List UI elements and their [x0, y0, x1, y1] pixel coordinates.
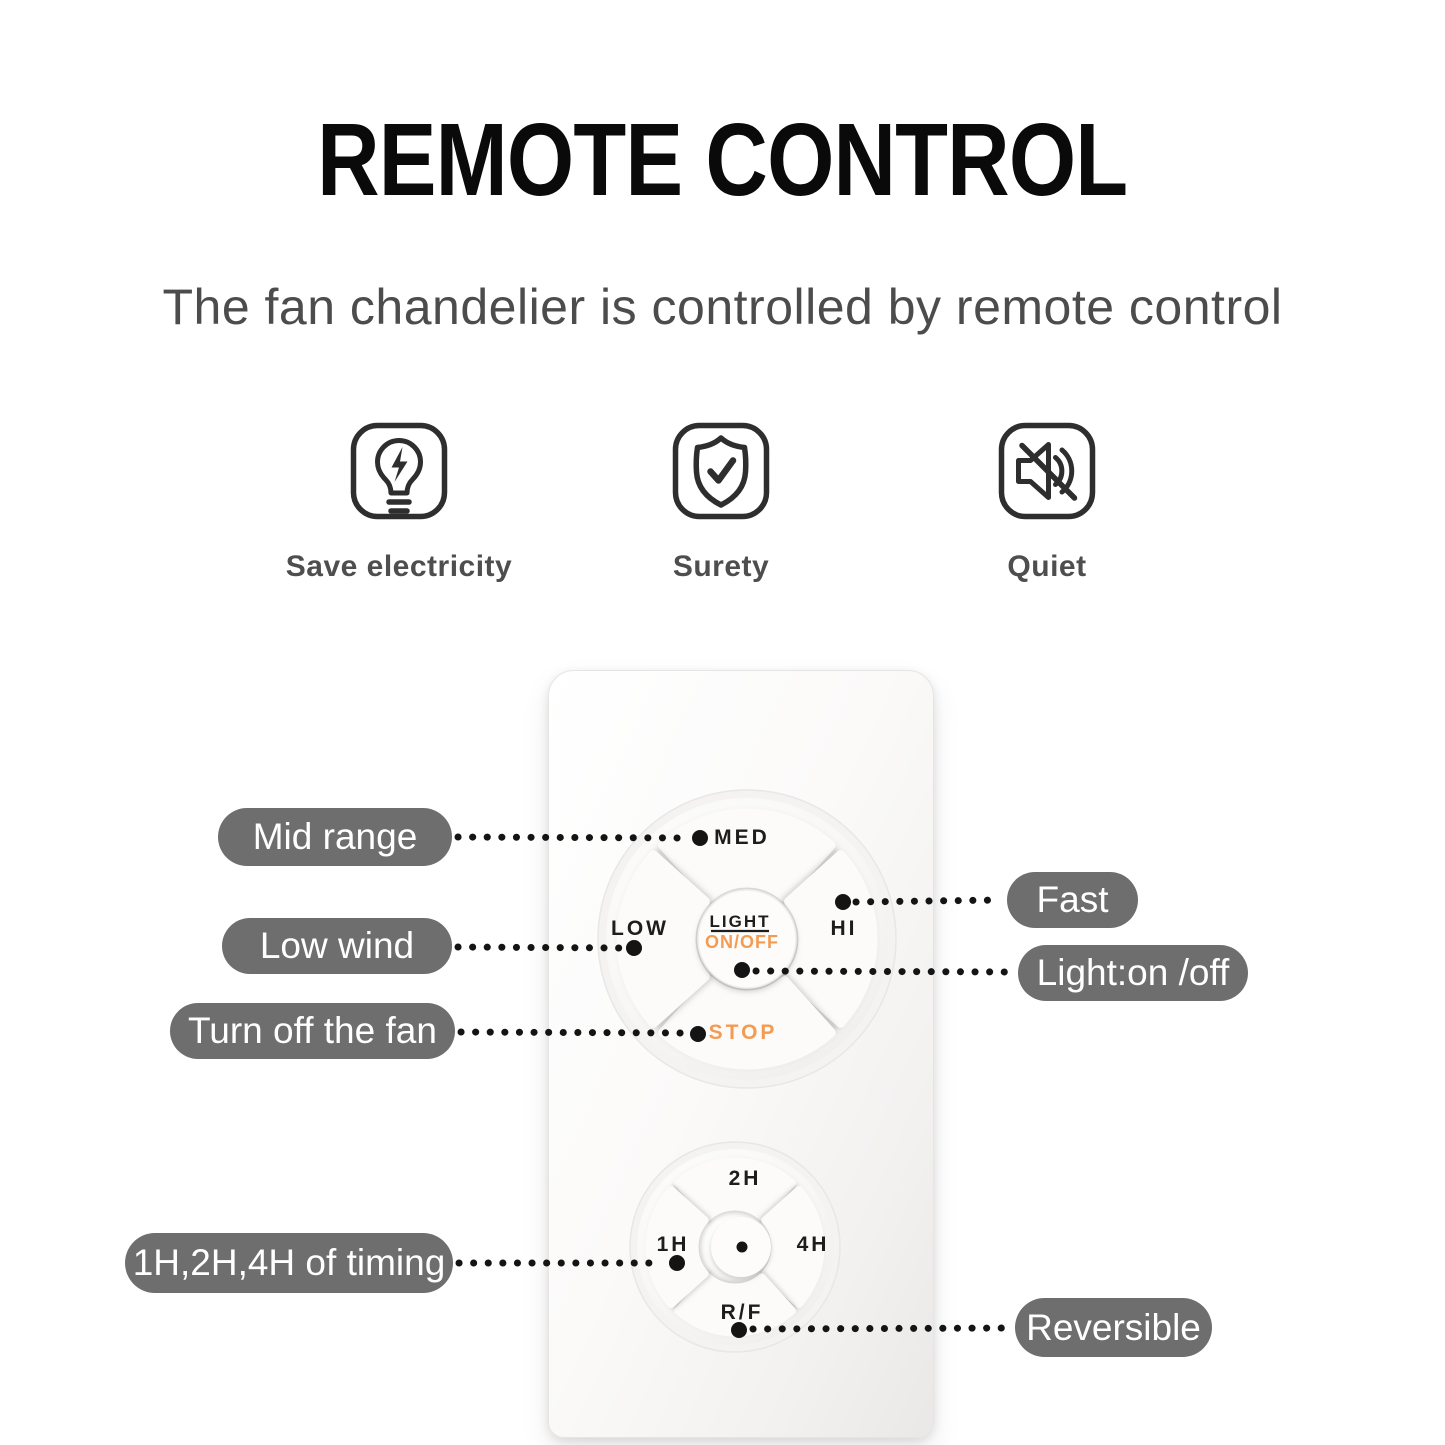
- feature-label: Quiet: [1007, 550, 1087, 583]
- low-button[interactable]: [616, 850, 710, 1028]
- callout-pill-mid-range: Mid range: [218, 808, 452, 866]
- callout-pill-light-on-off: Light:on /off: [1018, 945, 1248, 1001]
- page-title: REMOTE CONTROL: [0, 108, 1445, 211]
- callout-pill-fast: Fast: [1007, 872, 1138, 928]
- page-subtitle: The fan chandelier is controlled by remo…: [162, 279, 1283, 335]
- fan-speed-cluster: MED LOW HI STOP LIGHT ON/OFF: [597, 789, 897, 1089]
- reverse-rf-label: R/F: [721, 1301, 764, 1324]
- stop-button-label: STOP: [709, 1021, 778, 1044]
- stop-button[interactable]: [658, 976, 836, 1070]
- callout-pill-low-wind: Low wind: [222, 918, 452, 974]
- timer-2h-button[interactable]: [674, 1157, 796, 1221]
- light-on-off-button[interactable]: [697, 889, 797, 989]
- timer-1h-button[interactable]: [645, 1186, 709, 1308]
- hi-button-label: HI: [831, 917, 858, 940]
- timer-4h-button[interactable]: [761, 1186, 825, 1308]
- bulb-energy-icon: [350, 422, 448, 520]
- med-button-label: MED: [714, 826, 770, 849]
- timer-center-dot: [736, 1241, 748, 1253]
- timer-2h-label: 2H: [729, 1167, 762, 1190]
- feature-label: Save electricity: [285, 550, 513, 583]
- callout-pill-timing: 1H,2H,4H of timing: [125, 1233, 453, 1293]
- feature-save-electricity: Save electricity: [249, 421, 549, 584]
- shield-check-icon: [672, 422, 770, 520]
- feature-label: Surety: [672, 550, 770, 583]
- feature-surety: Surety: [571, 421, 871, 584]
- callout-pill-turn-off-fan: Turn off the fan: [170, 1003, 455, 1059]
- low-button-label: LOW: [611, 917, 669, 940]
- feature-quiet: Quiet: [897, 421, 1197, 584]
- speaker-mute-icon: [998, 422, 1096, 520]
- callout-pill-reversible: Reversible: [1015, 1298, 1212, 1357]
- page-title-text: REMOTE CONTROL: [317, 102, 1128, 217]
- timer-cluster: 2H 1H 4H R/F: [629, 1141, 841, 1353]
- timer-1h-label: 1H: [657, 1233, 690, 1256]
- light-label: LIGHT: [710, 912, 771, 931]
- timer-4h-label: 4H: [797, 1233, 830, 1256]
- on-off-label: ON/OFF: [705, 932, 779, 952]
